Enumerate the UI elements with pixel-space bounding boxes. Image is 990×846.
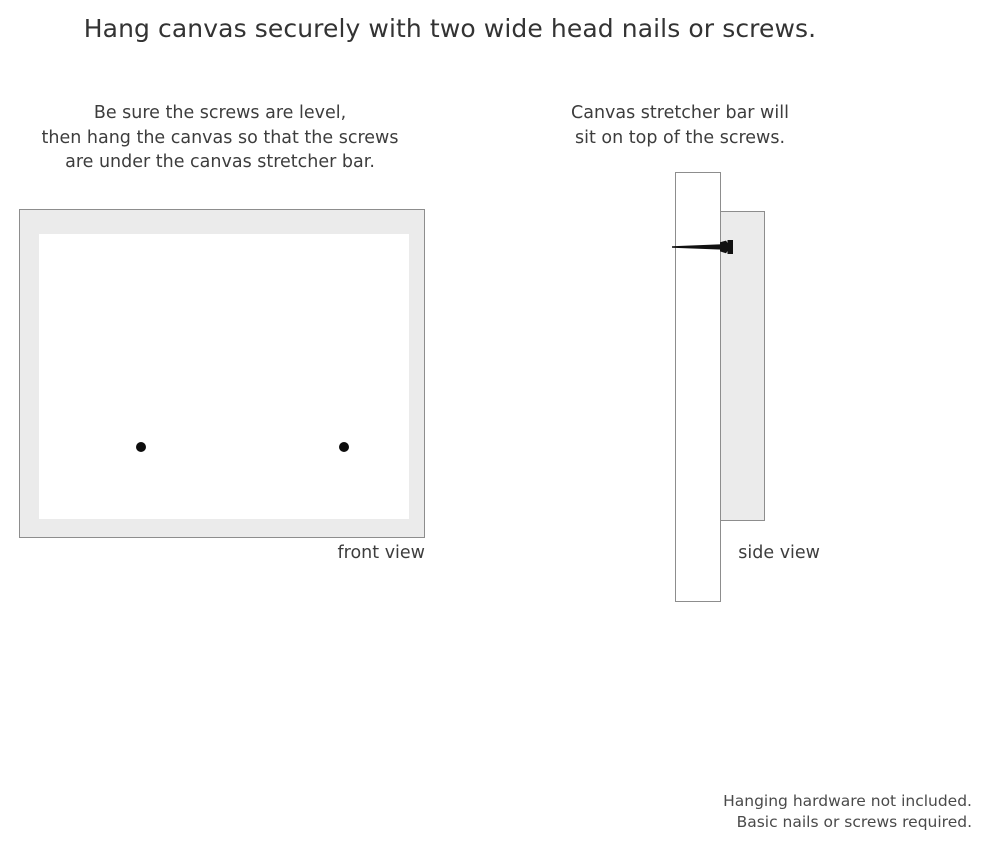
canvas-face-area: [39, 234, 409, 519]
front-view-instruction-line-1: Be sure the screws are level,: [93, 103, 347, 123]
nail-icon: [672, 240, 733, 254]
front-view-canvas-diagram: [19, 209, 425, 538]
hardware-disclaimer: Hanging hardware not included. Basic nai…: [723, 791, 972, 833]
disclaimer-line-1: Hanging hardware not included.: [723, 792, 972, 810]
screw-head-icon-right: [339, 442, 349, 452]
wall-cross-section: [675, 172, 721, 602]
side-view-instruction-line-2: sit on top of the screws.: [574, 127, 786, 148]
page-title: Hang canvas securely with two wide head …: [83, 14, 817, 43]
side-view-caption: side view: [738, 543, 820, 563]
side-view-instruction-line-1: Canvas stretcher bar will: [571, 103, 789, 123]
front-view-instructions: Be sure the screws are level, then hang …: [0, 101, 440, 175]
screw-head-icon-left: [136, 442, 146, 452]
front-view-instruction-line-3: are under the canvas stretcher bar.: [65, 152, 375, 172]
front-view-instruction-line-2: then hang the canvas so that the screws: [41, 127, 399, 148]
side-view-instructions: Canvas stretcher bar will sit on top of …: [540, 101, 820, 150]
disclaimer-line-2: Basic nails or screws required.: [736, 813, 972, 831]
front-view-caption: front view: [337, 543, 426, 563]
